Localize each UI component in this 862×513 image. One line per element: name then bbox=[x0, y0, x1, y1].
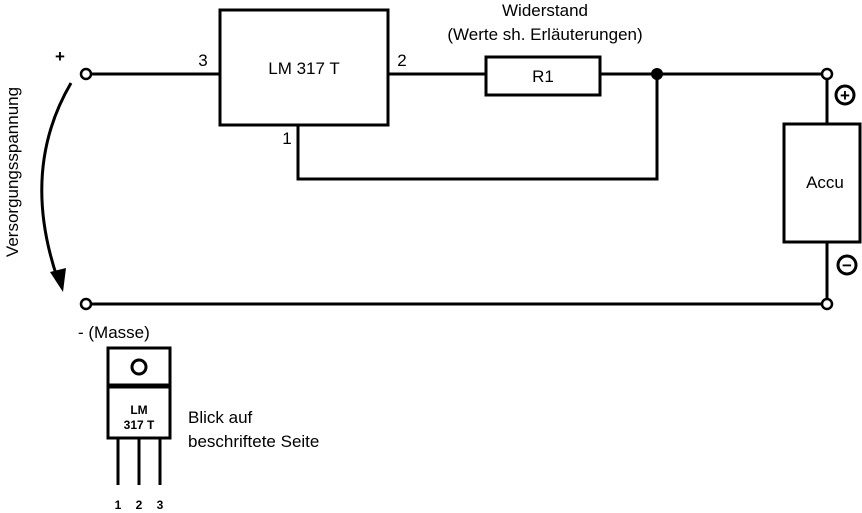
supply-minus-label: - (Masse) bbox=[78, 323, 150, 342]
supply-plus-label: + bbox=[55, 47, 65, 66]
pin-2-label: 2 bbox=[397, 51, 406, 70]
package-label-1: LM bbox=[130, 403, 147, 417]
plus-circle-icon bbox=[834, 84, 856, 106]
package-label-2: 317 T bbox=[124, 418, 155, 432]
terminal-out-minus bbox=[820, 297, 834, 311]
pin-1-label: 1 bbox=[282, 129, 291, 148]
regulator-label: LM 317 T bbox=[268, 59, 340, 78]
supply-voltage-label: Versorgungsspannung bbox=[3, 87, 22, 257]
resistor-r1 bbox=[484, 55, 602, 97]
resistor-caption-2: (Werte sh. Erläuterungen) bbox=[447, 25, 642, 44]
package-pin-2: 2 bbox=[136, 498, 143, 512]
terminal-plus bbox=[79, 67, 93, 81]
minus-circle-icon bbox=[836, 254, 858, 276]
package-pin-1: 1 bbox=[115, 498, 122, 512]
package-pin-3: 3 bbox=[157, 498, 164, 512]
terminal-out-plus bbox=[820, 67, 834, 81]
minus-symbol: − bbox=[842, 256, 852, 275]
voltage-arrow bbox=[40, 82, 73, 281]
regulator-box bbox=[218, 8, 390, 127]
arrow-head-icon bbox=[50, 268, 66, 292]
resistor-label: R1 bbox=[532, 67, 554, 86]
wire-adjust bbox=[296, 74, 659, 181]
package-caption-1: Blick auf bbox=[188, 408, 253, 427]
resistor-caption-1: Widerstand bbox=[502, 1, 588, 20]
mounting-hole-icon bbox=[130, 358, 148, 376]
terminal-minus bbox=[79, 297, 93, 311]
accu-label: Accu bbox=[806, 173, 844, 192]
pin-3-label: 3 bbox=[198, 51, 207, 70]
package-caption-2: beschriftete Seite bbox=[188, 432, 319, 451]
accu-box bbox=[782, 122, 862, 244]
plus-symbol: + bbox=[840, 86, 850, 105]
